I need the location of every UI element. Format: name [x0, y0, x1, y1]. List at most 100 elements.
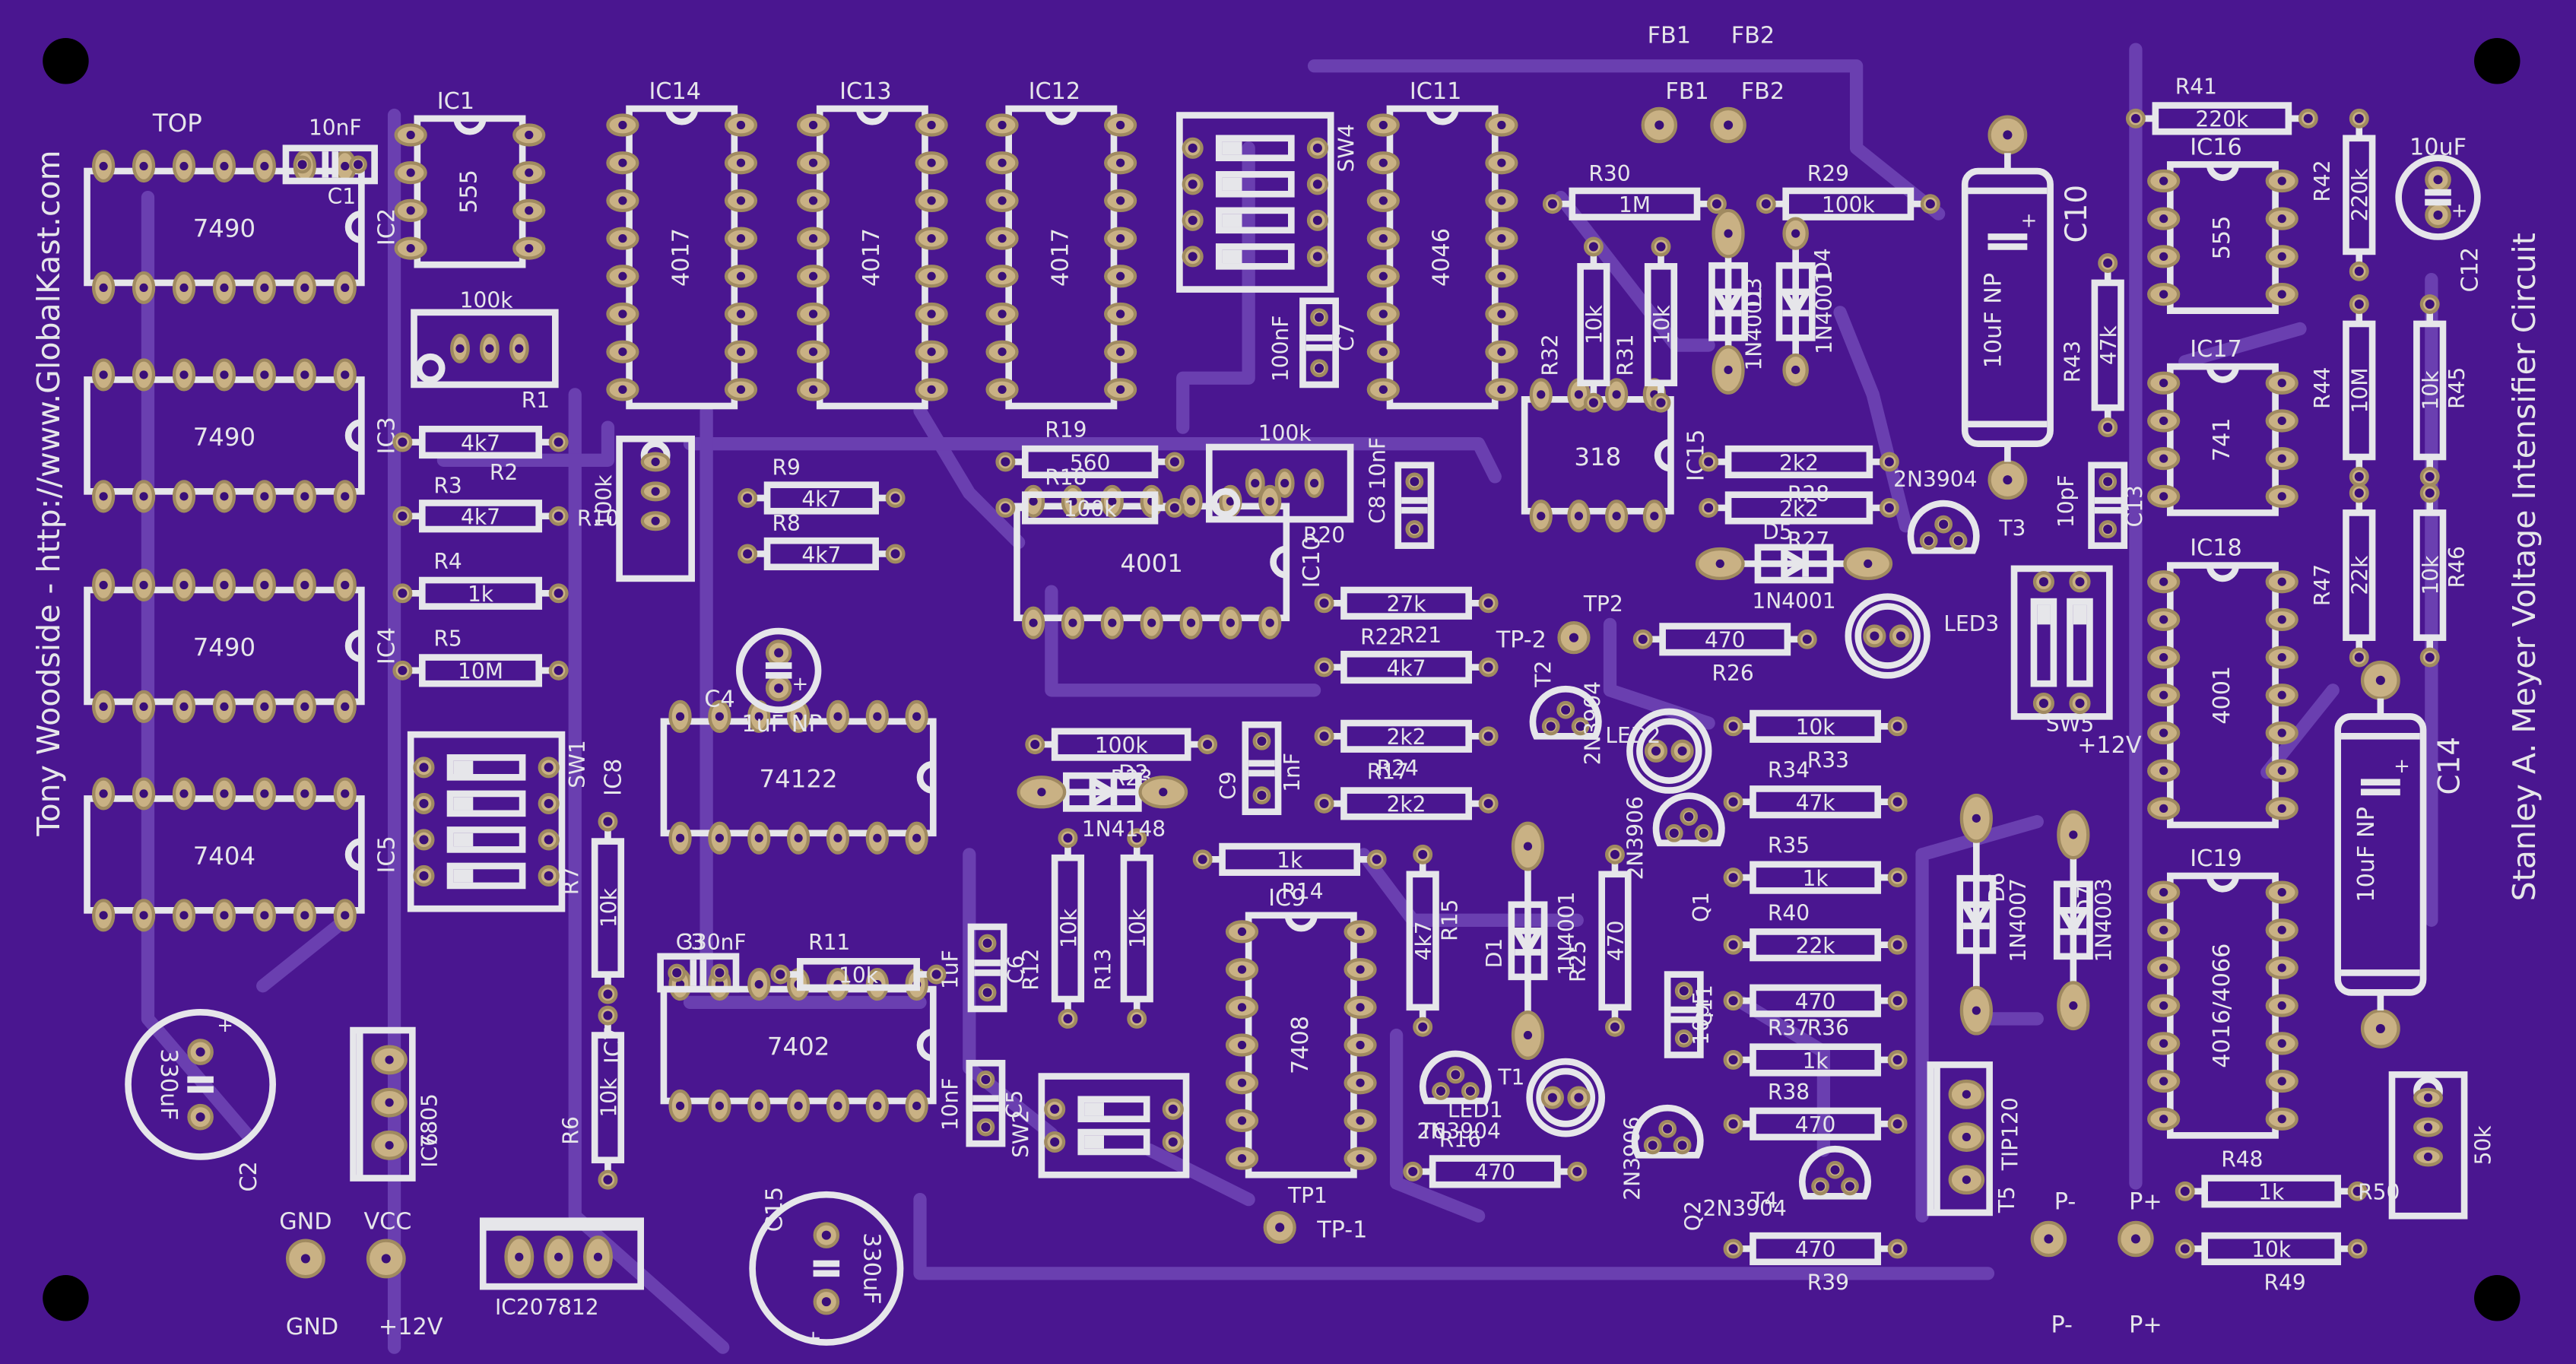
pad-drill [927, 158, 936, 167]
pad-drill [1483, 731, 1493, 741]
pad-drill [1884, 503, 1894, 513]
resistor-body [1569, 187, 1701, 220]
pad-drill [341, 580, 350, 590]
pad-drill [2159, 1001, 2168, 1010]
pad-drill [2425, 471, 2435, 481]
pad-drill [220, 161, 229, 171]
pad-drill [2277, 615, 2286, 624]
pad-drill [931, 969, 941, 979]
pad-drill [2352, 1244, 2362, 1254]
chip-notch [665, 108, 699, 125]
pad-drill [139, 911, 148, 920]
cap-ref: C12 [2457, 247, 2483, 293]
switch-slider [446, 826, 526, 853]
pad-drill [1029, 618, 1038, 627]
resistor-ref: R5 [433, 626, 462, 651]
pad-drill [1237, 965, 1247, 974]
resistor-ref: R4 [433, 549, 462, 574]
to220-body [479, 1217, 644, 1290]
pad-drill [1892, 1244, 1902, 1254]
resistor-value: 10k [1649, 304, 1674, 344]
pad-drill [794, 1101, 803, 1111]
led-lens [1854, 603, 1921, 669]
pad-drill [1378, 385, 1388, 395]
chip-ref: IC11 [1410, 78, 1462, 105]
resistor-body [1598, 871, 1632, 1011]
cap-ref: C15 [761, 1187, 788, 1232]
pad-drill [1315, 312, 1324, 322]
pad-drill [179, 283, 189, 293]
dip-switch-sw4: SW4 [1176, 112, 1359, 293]
resistor-value: 2k2 [1387, 725, 1426, 750]
pad-drill [1569, 633, 1579, 642]
resistor-ref: R40 [1768, 900, 1810, 925]
pad-drill [1962, 1175, 1971, 1185]
diode-ref: D1 [1482, 938, 1507, 969]
resistor-ref: R32 [1537, 334, 1562, 376]
chip-ref: IC9 [1268, 885, 1305, 912]
pad-drill [1237, 1153, 1247, 1163]
pad-drill [754, 979, 763, 989]
cap-outline [966, 1059, 1006, 1147]
pad-drill [1939, 519, 1949, 529]
pad-drill [927, 120, 936, 130]
pad-drill [341, 789, 350, 798]
pad-drill [1410, 477, 1420, 487]
chip-value: 4046 [1429, 228, 1455, 287]
pad-drill [1188, 252, 1198, 262]
pad-drill [300, 370, 309, 379]
cap-ref: C5 [1002, 1090, 1027, 1118]
pad-drill [398, 588, 408, 598]
pad-drill [1523, 842, 1533, 851]
switch-slider [1215, 207, 1295, 234]
chip-ref: IC13 [839, 78, 892, 105]
pad-drill [1251, 478, 1260, 488]
pad-drill [736, 309, 746, 319]
chip-notch [2206, 366, 2240, 383]
dip-switch-sw1: SW1 [407, 731, 590, 912]
cap-outline [282, 144, 378, 185]
pad-drill [2003, 475, 2013, 485]
resistor-body [1021, 491, 1159, 525]
pot-adjust [1210, 488, 1241, 518]
pad-drill [2159, 766, 2168, 776]
pad-drill [1378, 196, 1388, 205]
pad-drill [99, 161, 108, 171]
chip-value: 555 [2209, 216, 2235, 260]
pad-drill [2277, 728, 2286, 738]
pad-drill [1001, 457, 1010, 467]
pad-drill [982, 938, 992, 948]
pad-drill [2303, 113, 2313, 123]
switch-toggle [453, 797, 474, 810]
pad-drill [808, 347, 818, 357]
resistor-body [1750, 928, 1882, 962]
pad-drill [1715, 559, 1724, 569]
resistor-body [1051, 854, 1085, 1003]
pad-drill [754, 1101, 763, 1111]
cap-value: 330uF [858, 1232, 885, 1304]
resistor-ref: R13 [1091, 948, 1116, 990]
resistor-value: 22k [2348, 555, 2373, 595]
pad-drill [1892, 1119, 1902, 1129]
cap-value: 10nF [938, 1077, 963, 1131]
pad-drill [1050, 1104, 1060, 1114]
pad-drill [1029, 496, 1038, 506]
pad-drill [1728, 940, 1738, 950]
pad-drill [2159, 1039, 2168, 1048]
cap-outline [1394, 462, 1435, 549]
pad-drill [1497, 158, 1506, 167]
pad-drill [1704, 457, 1714, 467]
pad-drill [99, 702, 108, 712]
resistor-ref: R19 [1045, 417, 1087, 443]
